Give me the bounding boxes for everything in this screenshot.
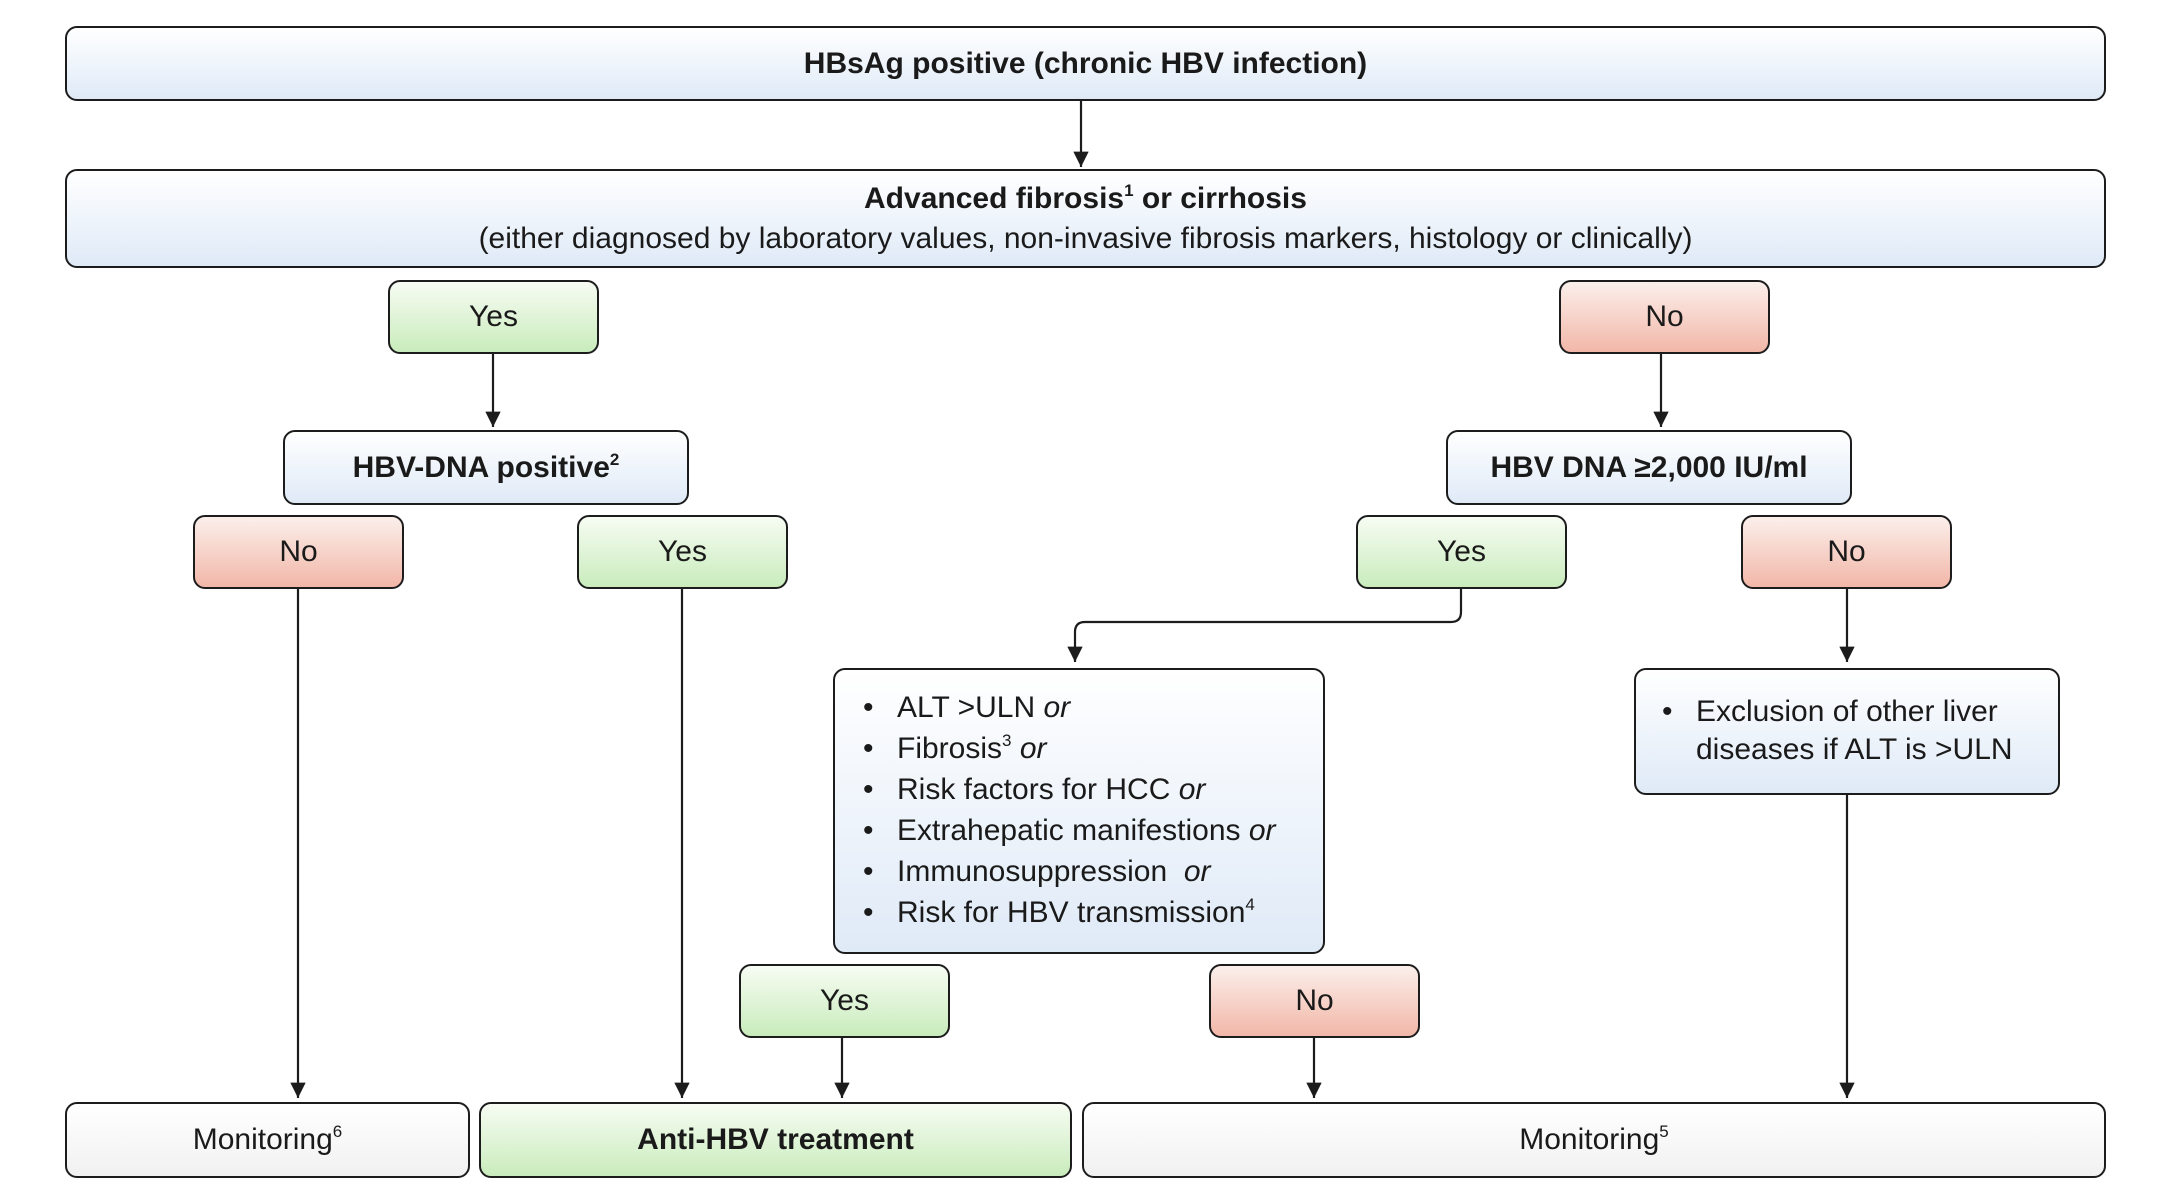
monitoring-right-label: Monitoring [1519, 1123, 1660, 1156]
footnote-6: 6 [332, 1122, 343, 1141]
criteria-item-hcc-risk: Risk factors for HCC or [861, 769, 1276, 810]
exclusion-list: Exclusion of other liver diseases if ALT… [1660, 693, 2013, 769]
footnote-4: 4 [1245, 895, 1255, 914]
branch-label: No [279, 535, 318, 568]
node-advanced-fibrosis-title: Advanced fibrosis1 or cirrhosis [864, 181, 1307, 217]
branch-yes-dna-positive: Yes [577, 515, 788, 589]
branch-label: No [1645, 300, 1684, 333]
criteria-item-fibrosis: Fibrosis3 or [861, 728, 1276, 769]
footnote-3: 3 [1002, 731, 1012, 750]
node-treatment-criteria: ALT >ULN or Fibrosis3 or Risk factors fo… [833, 668, 1325, 954]
branch-label: Yes [469, 300, 518, 333]
fibrosis-label-suffix: or cirrhosis [1133, 181, 1307, 215]
branch-label: Yes [658, 535, 707, 568]
hbv-dna-positive-label: HBV-DNA positive [352, 450, 610, 484]
footnote-2: 2 [609, 449, 620, 469]
branch-label: No [1827, 535, 1866, 568]
branch-label: No [1295, 984, 1334, 1017]
outcome-monitoring-left: Monitoring6 [65, 1102, 470, 1178]
node-hbsag-positive: HBsAg positive (chronic HBV infection) [65, 26, 2106, 101]
fibrosis-label: Advanced fibrosis [864, 181, 1125, 215]
hbv-dna-threshold-label: HBV DNA ≥2,000 IU/ml [1490, 450, 1808, 484]
branch-no-criteria: No [1209, 964, 1420, 1038]
criteria-item-immunosuppression: Immunosuppression or [861, 851, 1276, 892]
criteria-item-extrahepatic: Extrahepatic manifestions or [861, 810, 1276, 851]
branch-no-fibrosis: No [1559, 280, 1770, 354]
footnote-5: 5 [1659, 1122, 1669, 1141]
node-advanced-fibrosis: Advanced fibrosis1 or cirrhosis (either … [65, 169, 2106, 268]
criteria-list: ALT >ULN or Fibrosis3 or Risk factors fo… [861, 687, 1276, 933]
branch-yes-dna-threshold: Yes [1356, 515, 1567, 589]
arrow-yes-to-criteria [1067, 588, 1463, 662]
node-hbsag-positive-label: HBsAg positive (chronic HBV infection) [803, 46, 1368, 80]
branch-yes-criteria: Yes [739, 964, 950, 1038]
node-advanced-fibrosis-subtext: (either diagnosed by laboratory values, … [478, 221, 1693, 255]
outcome-monitoring-right: Monitoring5 [1082, 1102, 2106, 1178]
footnote-1: 1 [1124, 180, 1134, 200]
outcome-anti-hbv-treatment: Anti-HBV treatment [479, 1102, 1072, 1178]
branch-no-dna-threshold: No [1741, 515, 1952, 589]
node-hbv-dna-threshold: HBV DNA ≥2,000 IU/ml [1446, 430, 1852, 505]
branch-yes-fibrosis: Yes [388, 280, 599, 354]
branch-label: Yes [1437, 535, 1486, 568]
branch-label: Yes [820, 984, 869, 1017]
treatment-label: Anti-HBV treatment [637, 1123, 914, 1156]
node-exclusion: Exclusion of other liver diseases if ALT… [1634, 668, 2060, 795]
node-hbv-dna-positive: HBV-DNA positive2 [283, 430, 689, 505]
monitoring-left-label: Monitoring [192, 1123, 333, 1156]
criteria-item-alt: ALT >ULN or [861, 687, 1276, 728]
exclusion-item: Exclusion of other liver diseases if ALT… [1660, 693, 2013, 769]
criteria-item-transmission: Risk for HBV transmission4 [861, 892, 1276, 933]
branch-no-dna-positive: No [193, 515, 404, 589]
